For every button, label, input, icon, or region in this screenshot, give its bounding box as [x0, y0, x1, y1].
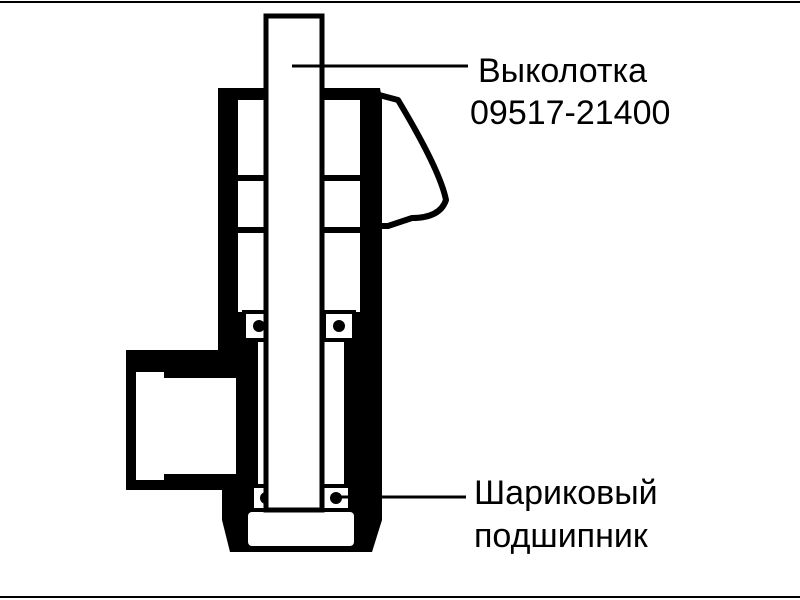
bearing-label-line1: Шариковый [474, 474, 658, 512]
punch-part-number: 09517-21400 [470, 94, 671, 132]
housing-side-lug [365, 89, 449, 229]
bearing-label-line2: подшипник [474, 517, 648, 555]
upper-bearing [242, 310, 356, 342]
punch-drift [263, 13, 325, 513]
punch-label: Выколотка [478, 52, 648, 90]
housing-bottom-cup [248, 512, 354, 546]
